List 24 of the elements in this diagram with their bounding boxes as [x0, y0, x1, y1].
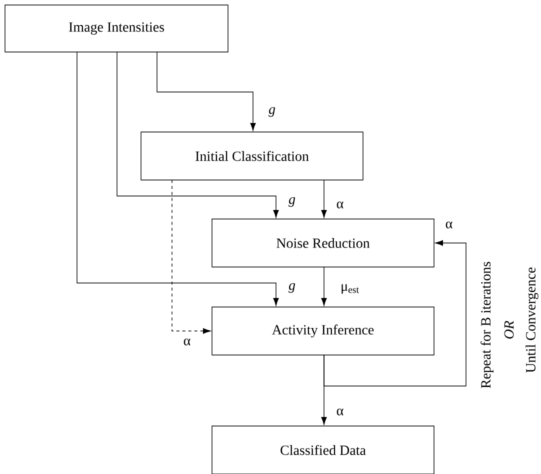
process-box: Activity Inference — [212, 306, 434, 356]
process-box: Noise Reduction — [212, 218, 434, 268]
arrow — [172, 180, 211, 334]
edge-label: g — [288, 196, 296, 208]
edge-label: g — [268, 106, 276, 118]
side-note: Repeat for B iterations — [480, 262, 494, 388]
side-note: OR — [504, 320, 514, 339]
edge-label: g — [288, 282, 296, 294]
arrow — [321, 266, 327, 306]
arrow — [321, 354, 327, 425]
arrow — [324, 240, 466, 386]
edge-label: μ$_{est}$ — [340, 283, 360, 295]
arrow — [156, 52, 256, 131]
process-box: Classified Data — [212, 426, 434, 474]
side-note: Until Convergence — [526, 268, 538, 373]
edge-label: α — [444, 220, 454, 230]
edge-label: α — [182, 338, 192, 346]
process-box: Initial Classification — [140, 132, 364, 180]
arrow — [76, 52, 279, 306]
arrow — [116, 52, 279, 218]
process-box: Image Intensities — [4, 4, 228, 52]
edge-label: α — [335, 200, 345, 210]
arrow — [321, 180, 327, 218]
edge-label: α — [335, 408, 345, 416]
